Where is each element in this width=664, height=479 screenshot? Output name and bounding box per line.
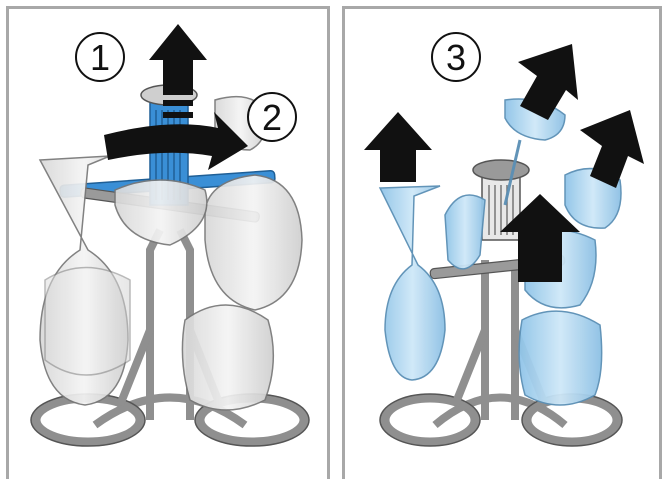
- step-1-badge: 1: [76, 33, 124, 81]
- step-3-badge: 3: [432, 33, 480, 81]
- right-scene: 3: [364, 33, 644, 446]
- rack-base-right: [385, 398, 617, 443]
- rack-base-left: [36, 398, 304, 443]
- step-1-number: 1: [90, 37, 110, 78]
- step-2-number: 2: [262, 97, 282, 138]
- left-scene: 1 2: [31, 24, 309, 446]
- step-2-badge: 2: [248, 93, 296, 141]
- up-arrow-left-glass: [364, 112, 432, 182]
- up-arrow-top-glass: [518, 44, 578, 120]
- step-3-number: 3: [446, 37, 466, 78]
